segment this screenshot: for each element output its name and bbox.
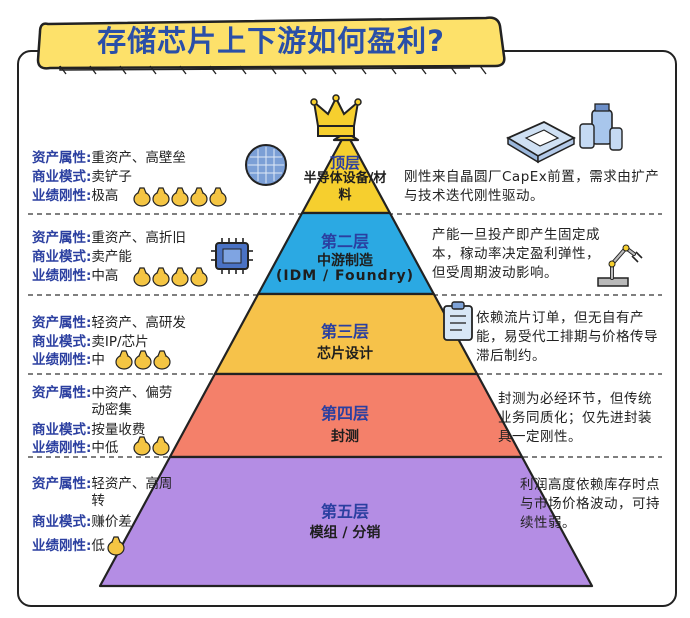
layer-4-model-row: 商业模式:按量收费 [32,422,145,439]
layer-5-subtitle: 模组 / 分销 [309,525,381,541]
layer-2-title: 第二层 [320,232,369,251]
layer-4-subtitle: 封测 [331,429,359,445]
layer-3-asset-row: 资产属性:轻资产、高研发 [32,315,186,332]
layer-1-asset-value: 重资产、高壁垒 [91,150,186,166]
layer-1-subtitle: 半导体设备/材料 [303,171,387,203]
layer-1-model-value: 卖铲子 [91,169,132,185]
layer-4-asset-row: 资产属性:中资产、偏劳动密集 [32,385,175,419]
attr-key-rigidity: 业绩刚性: [32,268,92,284]
layer-1-model-row: 商业模式:卖铲子 [32,169,132,186]
page-title: 存储芯片上下游如何盈利? [97,24,445,58]
attr-key-asset: 资产属性: [32,476,92,492]
layer-2-subtitle2: (IDM / Foundry) [275,268,415,284]
coin-bag-icon [190,267,208,287]
attr-key-asset: 资产属性: [32,385,92,401]
layer-2-model-row: 商业模式:卖产能 [32,249,132,266]
layer-3-model-row: 商业模式:卖IP/芯片 [32,334,149,351]
attr-key-asset: 资产属性: [32,315,92,331]
coin-bag-icon [171,267,189,287]
layer-1-rigidity-row: 业绩刚性:极高 [32,188,118,205]
layer-1-title: 顶层 [329,154,360,172]
layer-3-description: 依赖流片订单，但无自有产能，易受代工排期与价格传导滞后制约。 [476,310,658,364]
attr-key-model: 商业模式: [32,169,92,185]
layer-5-title: 第五层 [320,502,369,521]
layer-4-model-value: 按量收费 [91,422,146,438]
attr-key-model: 商业模式: [32,422,92,438]
layer-5-rigidity-row: 业绩刚性:低 [32,538,105,555]
layer-3-title: 第三层 [320,322,369,341]
attr-key-model: 商业模式: [32,249,92,265]
coin-bag-icon [152,267,170,287]
layer-2-rigidity-value: 中高 [91,268,119,284]
coin-bag-icon [152,187,170,207]
layer-4-description: 封测为必经环节，但传统业务同质化；仅先进封装具一定刚性。 [498,391,652,445]
layer-3-rigidity-value: 中 [91,352,105,368]
coin-bag-icon [134,350,152,370]
layer-4-title: 第四层 [320,404,369,423]
coin-bag-icon [133,267,151,287]
attr-key-rigidity: 业绩刚性: [32,538,92,554]
coin-bag-icon [153,350,171,370]
chip-icon [211,238,253,274]
coin-bag-icon [133,436,151,456]
coin-bag-icon [152,436,170,456]
layer-1-rigidity-value: 极高 [91,188,119,204]
layer-2-subtitle: 中游制造 [317,253,373,269]
attr-key-rigidity: 业绩刚性: [32,352,92,368]
layer-3-model-value: 卖IP/芯片 [91,334,149,350]
lab-equipment-icon [506,103,623,164]
attr-key-rigidity: 业绩刚性: [32,188,92,204]
coin-bag-icon [190,187,208,207]
layer-1-description: 刚性来自晶圆厂CapEx前置，需求由扩产与技术迭代刚性驱动。 [404,169,660,204]
coin-bag-icon [115,350,133,370]
wafer-icon [245,144,287,186]
layer-3-subtitle: 芯片设计 [317,346,373,362]
title-banner [36,16,506,75]
layer-1-asset-row: 资产属性:重资产、高壁垒 [32,150,186,167]
title-banner-area: 存储芯片上下游如何盈利? [36,8,506,70]
layer-3-rigidity-row: 业绩刚性:中 [32,352,105,369]
layer-2-model-value: 卖产能 [91,249,132,265]
attr-key-asset: 资产属性: [32,230,92,246]
layer-2-asset-row: 资产属性:重资产、高折旧 [32,230,186,247]
attr-key-asset: 资产属性: [32,150,92,166]
layer-5-model-value: 赚价差 [91,514,132,530]
layer-5-model-row: 商业模式:赚价差 [32,514,132,531]
layer-2-description: 产能一旦投产即产生固定成本，稼动率决定盈利弹性，但受周期波动影响。 [432,227,600,281]
coin-bag-icon [171,187,189,207]
layer-5-asset-value: 轻资产、高周转 [91,476,173,509]
coin-bag-icon [209,187,227,207]
clipboard-icon [443,301,473,341]
layer-4-rigidity-value: 中低 [91,440,119,456]
crown-icon [310,94,362,137]
pyramid-layer-5 [98,455,594,588]
layer-2-rigidity-row: 业绩刚性:中高 [32,268,118,285]
layer-5-rigidity-value: 低 [91,538,105,554]
layer-5-asset-row: 资产属性:轻资产、高周转 [32,476,175,510]
layer-2-asset-value: 重资产、高折旧 [91,230,186,246]
layer-4-asset-value: 中资产、偏劳动密集 [91,385,173,418]
attr-key-model: 商业模式: [32,514,92,530]
coin-bag-icon [107,536,125,556]
attr-key-model: 商业模式: [32,334,92,350]
attr-key-rigidity: 业绩刚性: [32,440,92,456]
layer-4-rigidity-row: 业绩刚性:中低 [32,440,118,457]
layer-3-asset-value: 轻资产、高研发 [91,315,186,331]
robot-arm-icon [597,244,643,287]
coin-bag-icon [133,187,151,207]
layer-5-description: 利润高度依赖库存时点与市场价格波动，可持续性弱。 [520,477,660,531]
